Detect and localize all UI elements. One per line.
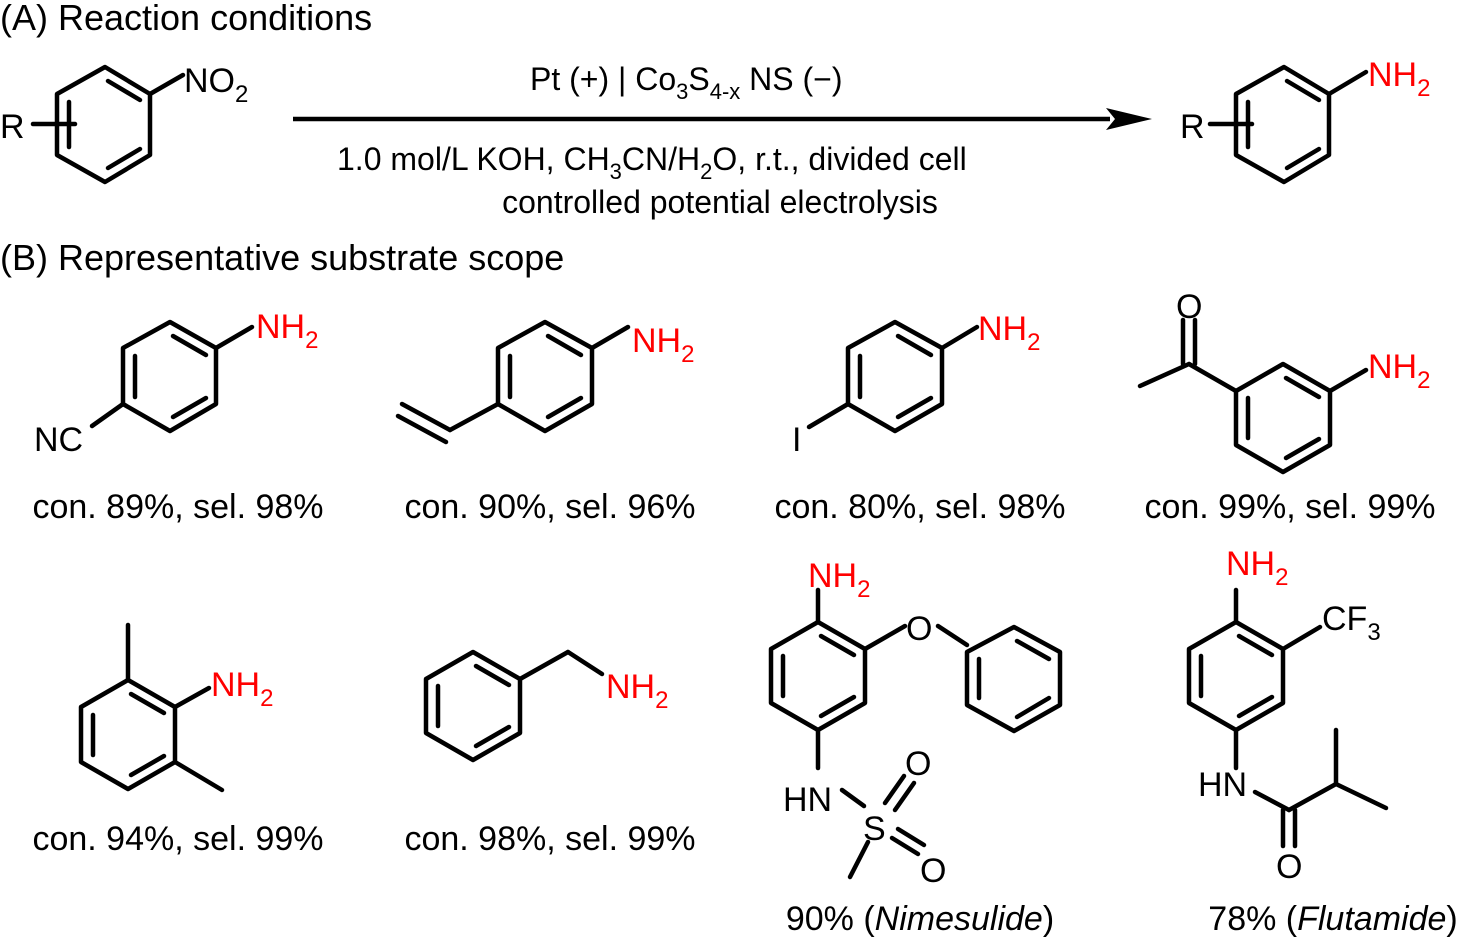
amine-label: NH2: [1368, 348, 1430, 394]
amine-label: NH2: [606, 668, 668, 714]
result-label: con. 99%, sel. 99%: [1144, 488, 1435, 526]
reaction-arrow: [293, 108, 1152, 130]
substrate-2-6-dimethylaniline: NH2: [78, 622, 273, 793]
reactant-nitrobenzene: R NO2: [0, 62, 248, 185]
amine-label: NH2: [978, 310, 1040, 356]
substrate-4-vinylaniline: NH2: [395, 319, 694, 445]
electrolyte-conditions: 1.0 mol/L KOH, CH3CN/H2O, r.t., divided …: [337, 141, 967, 184]
substrate-3-aminoacetophenone: O NH2: [1137, 288, 1430, 475]
result-label: con. 80%, sel. 98%: [774, 488, 1065, 526]
substrate-4-aminobenzonitrile: NC NH2: [34, 308, 318, 459]
ether-oxygen-label: O: [906, 610, 932, 648]
amine-label: NH2: [1226, 545, 1288, 591]
amine-label: NH2: [632, 322, 694, 368]
sulfonamide-nh-label: HN: [783, 781, 832, 819]
substrate-nimesulide: NH2 O HN S O O: [768, 557, 1063, 890]
flutamide-yield: 78% (Flutamide): [1208, 900, 1457, 938]
electrolysis-mode: controlled potential electrolysis: [502, 184, 938, 220]
sulfonyl-oxygen-label: O: [920, 852, 946, 890]
result-label: con. 90%, sel. 96%: [404, 488, 695, 526]
amine-label: NH2: [211, 666, 273, 712]
section-a-heading: (A) Reaction conditions: [0, 0, 372, 38]
iodo-label: I: [792, 421, 801, 459]
product-amine-label: NH2: [1368, 56, 1430, 102]
trifluoromethyl-label: CF3: [1322, 600, 1381, 646]
amine-label: NH2: [256, 308, 318, 354]
amine-label: NH2: [808, 557, 870, 603]
electrode-conditions: Pt (+) | Co3S4-x NS (−): [530, 61, 843, 104]
amide-oxygen-label: O: [1276, 848, 1302, 886]
sulfonyl-oxygen-label: O: [905, 745, 931, 783]
reactant-r-label: R: [0, 108, 25, 146]
substrate-benzylamine: NH2: [423, 649, 668, 763]
nitrile-label: NC: [34, 421, 83, 459]
amide-nh-label: HN: [1198, 766, 1247, 804]
result-label: con. 98%, sel. 99%: [404, 820, 695, 858]
product-r-label: R: [1180, 108, 1205, 146]
result-label: con. 89%, sel. 98%: [32, 488, 323, 526]
carbonyl-oxygen-label: O: [1176, 288, 1202, 326]
nitro-label: NO2: [184, 62, 248, 108]
nimesulide-yield: 90% (Nimesulide): [786, 900, 1054, 938]
result-label: con. 94%, sel. 99%: [32, 820, 323, 858]
sulfur-label: S: [863, 810, 886, 848]
section-b-heading: (B) Representative substrate scope: [0, 237, 564, 278]
substrate-flutamide: NH2 CF3 HN O: [1186, 545, 1389, 886]
product-aniline: R NH2: [1180, 56, 1430, 185]
substrate-4-iodoaniline: I NH2: [792, 310, 1040, 459]
